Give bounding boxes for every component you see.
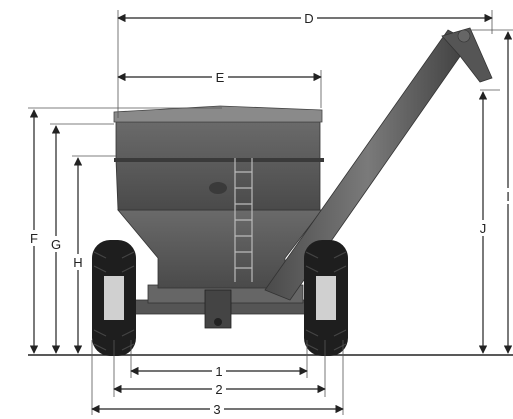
ladder bbox=[234, 158, 253, 282]
left-wheel bbox=[92, 240, 136, 356]
label-e: E bbox=[216, 70, 225, 85]
badge bbox=[209, 182, 227, 194]
hitch-pin bbox=[214, 318, 222, 326]
auger-cap bbox=[457, 29, 471, 43]
hopper-rim bbox=[114, 158, 324, 162]
label-1: 1 bbox=[215, 364, 222, 379]
label-3: 3 bbox=[213, 402, 220, 417]
label-g: G bbox=[51, 237, 61, 252]
hopper-tarp bbox=[113, 105, 323, 123]
auger-spout bbox=[441, 27, 493, 83]
label-f: F bbox=[30, 231, 38, 246]
grain-cart-illustration bbox=[92, 27, 493, 356]
label-d: D bbox=[304, 11, 313, 26]
label-j: J bbox=[480, 221, 487, 236]
hitch bbox=[204, 289, 232, 329]
dimension-labels: D E F G H I J 1 2 3 bbox=[27, 10, 513, 417]
hopper-upper bbox=[115, 121, 321, 211]
label-i: I bbox=[506, 189, 510, 204]
label-2: 2 bbox=[215, 382, 222, 397]
label-h: H bbox=[73, 255, 82, 270]
right-wheel bbox=[304, 240, 348, 356]
